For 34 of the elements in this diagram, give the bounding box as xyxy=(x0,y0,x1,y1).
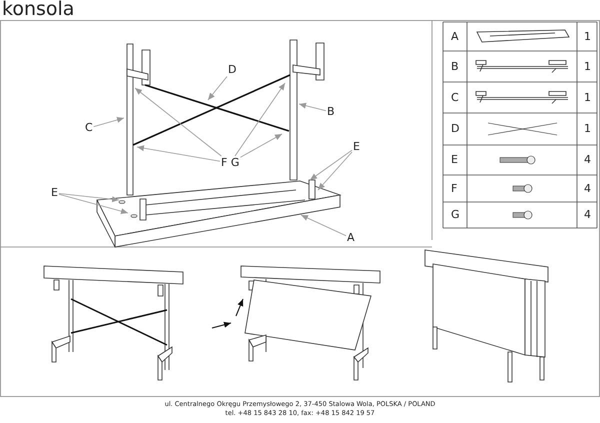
quantity: 1 xyxy=(584,30,591,42)
leader-line xyxy=(298,102,326,112)
part-letter: F xyxy=(451,182,458,194)
leader-line xyxy=(93,117,124,128)
callout-letter: F G xyxy=(221,157,240,169)
leader-line xyxy=(58,193,120,202)
part-letter: B xyxy=(451,60,459,72)
leader-line xyxy=(300,214,346,236)
callout-letter: E xyxy=(51,187,58,199)
quantity: 1 xyxy=(584,123,591,135)
leader-line xyxy=(310,150,352,180)
quantity: 4 xyxy=(584,154,591,166)
leader-line xyxy=(240,134,282,158)
quantity: 1 xyxy=(584,60,591,72)
part-letter: D xyxy=(451,123,460,135)
part-letter: A xyxy=(451,30,459,42)
leader-line xyxy=(136,145,220,162)
callout-letter: B xyxy=(327,106,335,118)
quantity: 4 xyxy=(584,182,591,194)
leader-line xyxy=(134,88,222,156)
part-letter: E xyxy=(451,154,458,166)
title: konsola xyxy=(2,0,74,20)
leader-line xyxy=(234,82,286,156)
callout-letter: C xyxy=(85,122,93,134)
part-letter: C xyxy=(451,92,459,104)
quantity: 4 xyxy=(584,209,591,221)
leader-line xyxy=(318,152,352,190)
quantity: 1 xyxy=(584,92,591,104)
part-letter: G xyxy=(451,209,460,221)
leader-line xyxy=(58,194,128,214)
callout-letter: D xyxy=(228,64,236,76)
leader-line xyxy=(208,76,228,100)
callout-letter: A xyxy=(347,232,355,244)
callout-letter: E xyxy=(353,141,360,153)
